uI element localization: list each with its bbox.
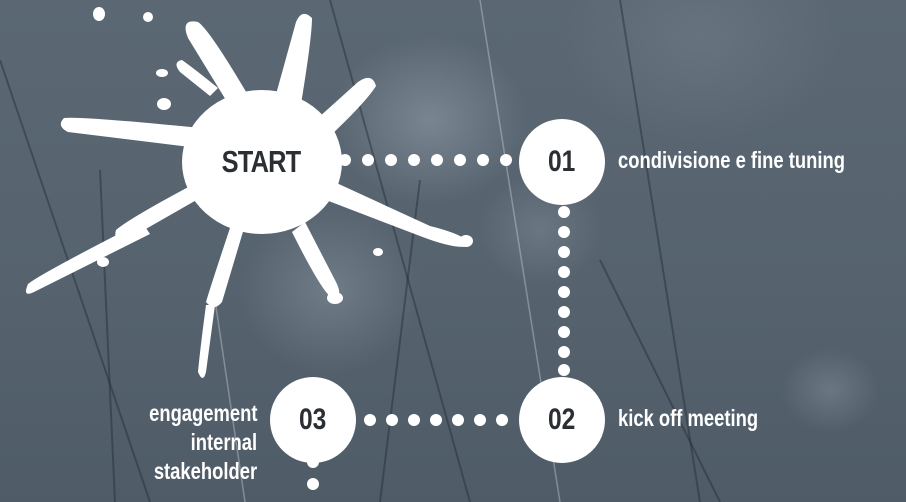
step-02-label: kick off meeting: [618, 404, 793, 433]
step-02-number: 02: [548, 403, 575, 437]
step-03-circle: 03: [270, 377, 356, 463]
step-01-label: condivisione e fine tuning: [618, 146, 902, 175]
step-03-number: 03: [299, 403, 326, 437]
step-02-circle: 02: [519, 377, 605, 463]
step-03-label-line-3: stakeholder: [154, 457, 257, 486]
start-label: START: [216, 142, 306, 182]
step-03-label-line-2: internal: [191, 428, 257, 457]
step-01-number: 01: [548, 145, 575, 179]
step-01-circle: 01: [519, 119, 605, 205]
step-03-label-line-1: engagement: [149, 399, 257, 428]
step-03-label: engagement internal stakeholder: [122, 399, 257, 486]
